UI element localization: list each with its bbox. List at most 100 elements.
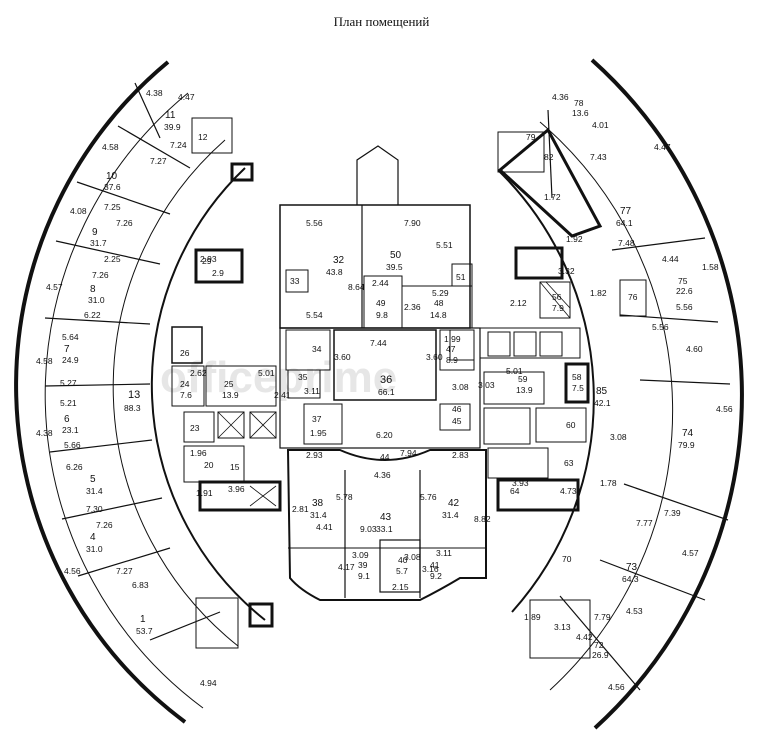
dimension-label: 4.58 (102, 142, 119, 152)
dimension-label: 4.56 (608, 682, 625, 692)
dimension-label: 5.29 (432, 288, 449, 298)
dimension-label: 6.26 (66, 462, 83, 472)
dimension-label: 4.56 (716, 404, 733, 414)
dimension-label: 1.99 (444, 334, 461, 344)
room-area: 7.6 (180, 390, 192, 400)
room-area: 9.8 (376, 310, 388, 320)
room-number: 56 (552, 292, 562, 302)
room-number: 63 (564, 458, 574, 468)
room-number: 73 (626, 562, 638, 573)
dimension-label: 7.30 (86, 504, 103, 514)
dimension-label: 3.96 (228, 484, 245, 494)
dimension-label: 7.39 (664, 508, 681, 518)
dimension-label: 1.91 (196, 488, 213, 498)
room-number: 23 (190, 423, 200, 433)
room-area: 43.8 (326, 267, 343, 277)
room-number: 48 (434, 298, 444, 308)
room-number: 36 (380, 374, 392, 386)
dimension-label: 7.48 (618, 238, 635, 248)
dimension-label: 5.64 (62, 332, 79, 342)
dimension-label: 5.01 (258, 368, 275, 378)
dimension-label: 7.27 (150, 156, 167, 166)
room-area: 2.9 (212, 268, 224, 278)
dimension-label: 1.95 (310, 428, 327, 438)
room-number: 38 (312, 498, 324, 509)
room-number: 37 (312, 414, 322, 424)
room-number: 79 (526, 132, 536, 142)
dimension-label: 2.81 (292, 504, 309, 514)
room-number: 29 (202, 256, 212, 266)
dimension-label: 5.76 (420, 492, 437, 502)
left-wing (14, 60, 282, 724)
room-area: 88.3 (124, 403, 141, 413)
room-number: 41 (430, 560, 440, 570)
dimension-label: 5.78 (336, 492, 353, 502)
room-area: 13.9 (222, 390, 239, 400)
dimension-label: 3.93 (512, 478, 529, 488)
dimension-label: 1.72 (544, 192, 561, 202)
room-number: 10 (106, 171, 118, 182)
dimension-label: 4.38 (146, 88, 163, 98)
room-area: 31.7 (90, 238, 107, 248)
dimension-label: 7.26 (116, 218, 133, 228)
dimension-label: 4.56 (64, 566, 81, 576)
room-number: 35 (298, 372, 308, 382)
room-area: 64.3 (622, 574, 639, 584)
room-area: 24.9 (62, 355, 79, 365)
room-number: 72 (594, 640, 604, 650)
dimension-label: 3.08 (452, 382, 469, 392)
room-number: 70 (562, 554, 572, 564)
dimension-label: 5.56 (306, 218, 323, 228)
room-number: 77 (620, 206, 632, 217)
room-number: 32 (333, 255, 345, 266)
dimension-label: 3.13 (554, 622, 571, 632)
dimension-label: 7.25 (104, 202, 121, 212)
room-number: 43 (380, 512, 392, 523)
dimension-label: 5.54 (306, 310, 323, 320)
room-area: 8.9 (446, 355, 458, 365)
dimension-label: 8.64 (348, 282, 365, 292)
dimension-label: 9.03 (360, 524, 377, 534)
dimension-label: 1.96 (190, 448, 207, 458)
room-number: 9 (92, 227, 98, 238)
dimension-label: 4.42 (576, 632, 593, 642)
room-area: 53.7 (136, 626, 153, 636)
dimension-label: 3.11 (304, 386, 320, 396)
dimension-label: 2.25 (104, 254, 121, 264)
dimension-label: 2.36 (404, 302, 421, 312)
room-number: 11 (165, 110, 176, 121)
room-area: 9.1 (358, 571, 370, 581)
dimension-label: 4.94 (200, 678, 217, 688)
dimension-label: 5.01 (506, 366, 523, 376)
dimension-label: 4.44 (662, 254, 679, 264)
room-number: 5 (90, 474, 96, 485)
dimension-label: 4.41 (316, 522, 333, 532)
dimension-label: 7.26 (92, 270, 109, 280)
dimension-label: 5.56 (652, 322, 669, 332)
dimension-label: 2.44 (372, 278, 389, 288)
dimension-label: 4.57 (46, 282, 63, 292)
room-number: 58 (572, 372, 582, 382)
room-area: 31.0 (88, 295, 105, 305)
room-area: 64.1 (616, 218, 633, 228)
dimension-label: 3.09 (352, 550, 369, 560)
room-number: 15 (230, 462, 240, 472)
room-area: 26.9 (592, 650, 609, 660)
dimension-label: 7.94 (400, 448, 417, 458)
room-number: 51 (456, 272, 466, 282)
dimension-label: 5.56 (676, 302, 693, 312)
room-area: 23.1 (62, 425, 79, 435)
room-area: 7.5 (572, 383, 584, 393)
dimension-label: 3.11 (436, 548, 452, 558)
room-area: 31.0 (86, 544, 103, 554)
dimension-label: 4.36 (374, 470, 391, 480)
room-number: 20 (204, 460, 214, 470)
room-number: 47 (446, 344, 456, 354)
room-area: 13.9 (516, 385, 533, 395)
dimension-label: 6.83 (132, 580, 149, 590)
room-area: 39.9 (164, 122, 181, 132)
room-number: 6 (64, 414, 70, 425)
room-number: 64 (510, 486, 520, 496)
dimension-label: 4.57 (682, 548, 699, 558)
